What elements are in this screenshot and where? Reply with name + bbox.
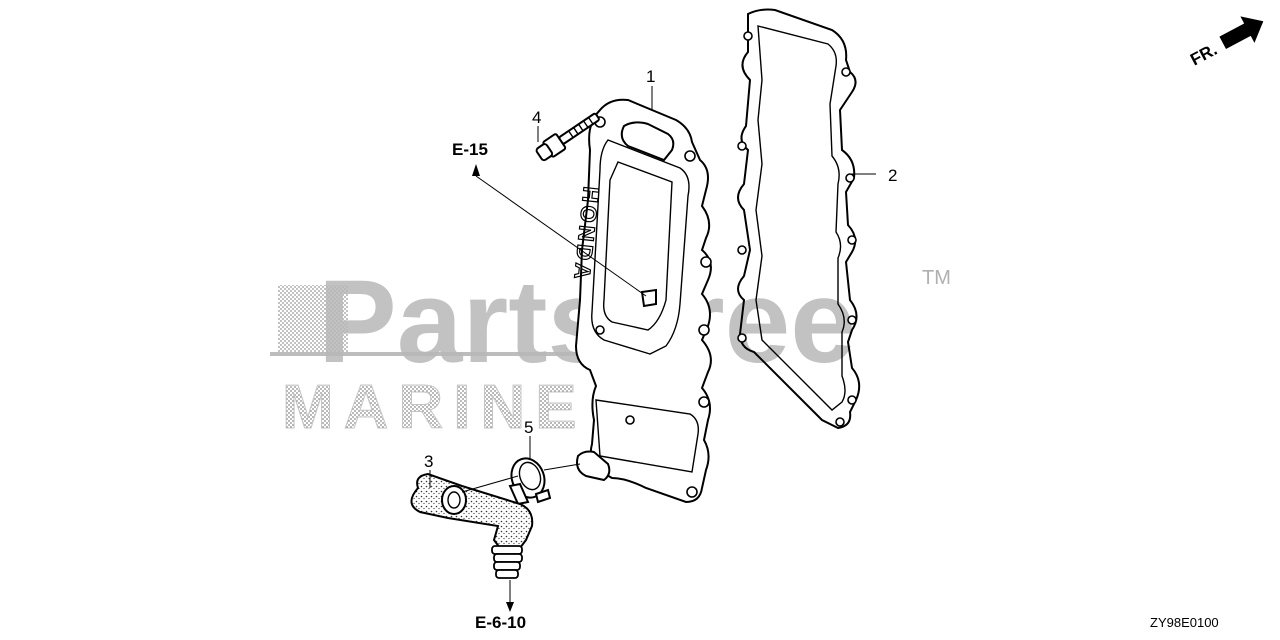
watermark-trademark: TM [922, 267, 951, 289]
callout-5: 5 [524, 418, 533, 437]
direction-arrow-icon [1219, 16, 1264, 49]
direction-label: FR. [1187, 40, 1220, 70]
callout-1: 1 [646, 67, 655, 86]
leader-lines [429, 86, 876, 612]
hose-clamp-part [508, 457, 552, 506]
direction-indicator: FR. [1187, 16, 1264, 70]
watermark-sub-text: MARINE [282, 373, 587, 442]
callout-2: 2 [888, 166, 897, 185]
reference-e6-10[interactable]: E-6-10 [475, 613, 526, 632]
bolt-part [535, 112, 600, 162]
diagram-code: ZY98E0100 [1150, 615, 1219, 630]
breather-tube-part [410, 472, 534, 579]
head-cover-part: HONDA [568, 98, 712, 504]
reference-e15[interactable]: E-15 [452, 140, 488, 159]
callout-4: 4 [532, 108, 541, 127]
callout-3: 3 [424, 452, 433, 471]
